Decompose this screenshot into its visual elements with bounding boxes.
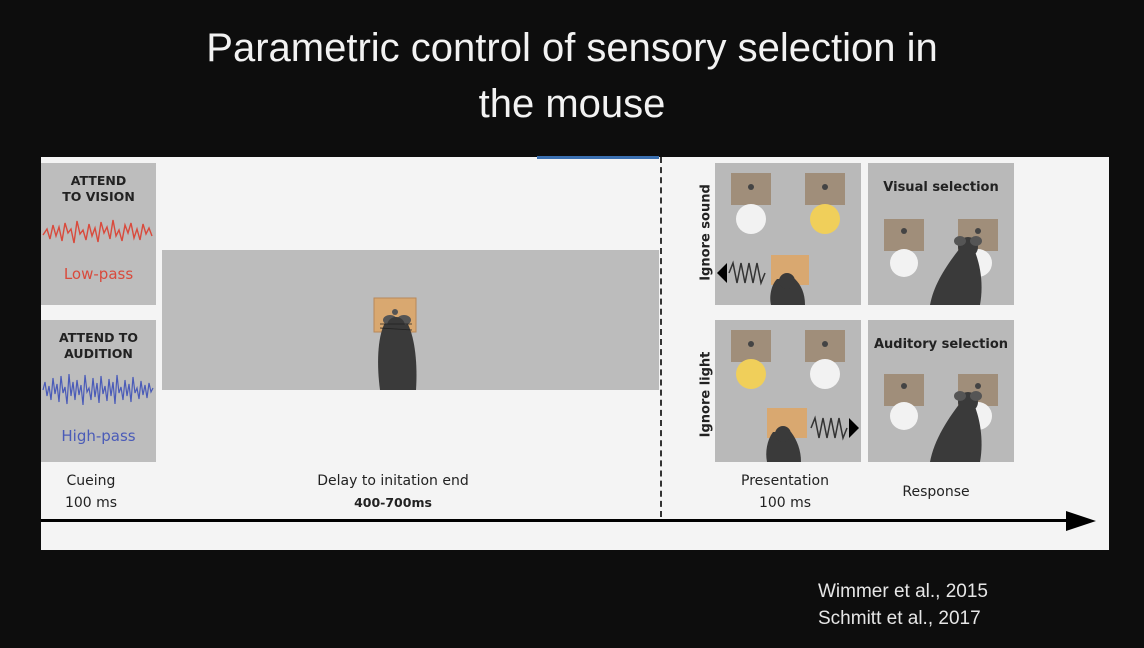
reference-2: Schmitt et al., 2017 (818, 608, 981, 629)
cueing-duration: 100 ms (64, 495, 118, 511)
response-label: Response (902, 484, 970, 500)
cue-audition-filter: High-pass (61, 427, 136, 445)
presentation-caption: Presentation 100 ms (725, 470, 845, 514)
delay-caption: Delay to initation end 400-700ms (293, 470, 493, 514)
label-visual-selection: Visual selection (883, 180, 999, 195)
low-pass-waveform-icon (42, 219, 153, 244)
reference-1: Wimmer et al., 2015 (818, 581, 988, 602)
response-caption: Response (886, 481, 986, 503)
cue-vision-heading-line1: ATTEND (70, 173, 127, 188)
cue-vision-heading: ATTEND TO VISION (41, 173, 156, 205)
ignore-light-scene-icon (731, 330, 859, 462)
slide-title: Parametric control of sensory selection … (0, 20, 1144, 132)
ignore-sound-scene-icon (717, 173, 845, 305)
presentation-duration: 100 ms (758, 495, 812, 511)
presentation-divider (660, 157, 662, 517)
cueing-caption: Cueing 100 ms (41, 470, 141, 514)
time-arrow-icon (1066, 511, 1096, 531)
cue-vision-filter: Low-pass (63, 265, 134, 283)
label-auditory-selection: Auditory selection (873, 337, 1009, 352)
cue-attend-vision: ATTEND TO VISION Low-pass (41, 163, 156, 305)
slide-title-line2: the mouse (478, 82, 666, 126)
references: Wimmer et al., 2015 Schmitt et al., 2017 (818, 578, 988, 632)
visual-selection-scene-icon (884, 219, 998, 305)
delay-duration: 400-700ms (354, 495, 432, 510)
cue-attend-audition: ATTEND TO AUDITION High-pass (41, 320, 156, 462)
mouse-at-port-icon (373, 297, 417, 390)
delay-label: Delay to initation end (317, 473, 469, 489)
label-ignore-light: Ignore light (698, 351, 714, 438)
cueing-label: Cueing (66, 473, 116, 489)
auditory-selection-scene-icon (884, 374, 998, 462)
slide-title-line1: Parametric control of sensory selection … (206, 26, 938, 70)
high-pass-waveform-icon (42, 373, 154, 406)
presentation-label: Presentation (741, 473, 829, 489)
time-axis (41, 519, 1067, 522)
cue-audition-heading-line1: ATTEND TO (59, 330, 138, 345)
cue-audition-heading-line2: AUDITION (64, 346, 133, 361)
label-ignore-sound: Ignore sound (698, 184, 714, 281)
cue-vision-heading-line2: TO VISION (62, 189, 135, 204)
cue-audition-heading: ATTEND TO AUDITION (41, 330, 156, 362)
blue-accent-line (537, 156, 659, 159)
